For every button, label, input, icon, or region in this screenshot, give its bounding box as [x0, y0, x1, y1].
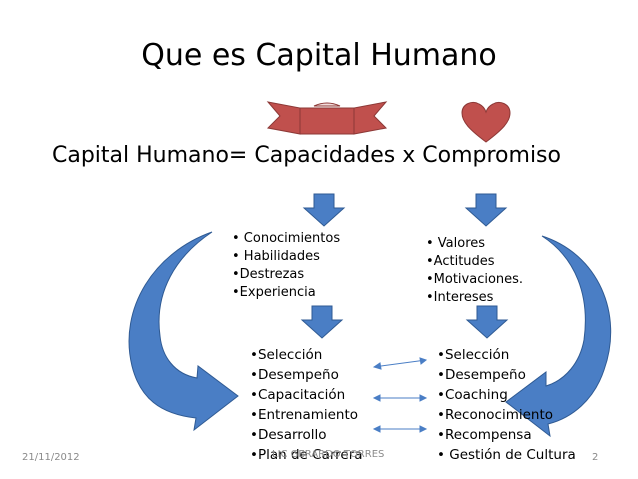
banner-icon [266, 101, 388, 135]
list-item: • Habilidades [232, 249, 320, 264]
double-arrow-connector [372, 425, 428, 433]
list-item: • Valores [426, 236, 486, 251]
list-item: •Coaching [437, 387, 508, 403]
list-item: •Actitudes [426, 254, 495, 269]
list-item: • Conocimientos [232, 231, 341, 246]
list-item: •Reconocimiento [437, 407, 554, 423]
footer-author: LIC GERARDO TORRES [272, 449, 385, 460]
down-arrow-icon [302, 193, 346, 227]
procesos-compromiso-list: •Selección •Desempeño •Coaching •Reconoc… [437, 345, 576, 465]
slide-title: Que es Capital Humano [141, 38, 497, 73]
double-arrow-connector [372, 357, 428, 370]
list-item: • Gestión de Cultura [437, 447, 576, 463]
list-item: •Destrezas [232, 267, 305, 282]
compromiso-list: • Valores •Actitudes •Motivaciones. •Int… [426, 235, 523, 307]
list-item: •Selección [437, 347, 510, 363]
down-arrow-icon [465, 305, 509, 339]
curved-arrow-right-icon [505, 235, 612, 438]
slide-subtitle: Capital Humano= Capacidades x Compromiso [52, 143, 561, 168]
heart-icon [461, 101, 511, 143]
list-item: •Desempeño [250, 367, 339, 383]
capacidades-list: • Conocimientos • Habilidades •Destrezas… [232, 230, 340, 302]
procesos-capacidades-list: •Selección •Desempeño •Capacitación •Ent… [250, 345, 363, 465]
down-arrow-icon [300, 305, 344, 339]
footer-date: 21/11/2012 [22, 452, 80, 463]
list-item: •Motivaciones. [426, 272, 524, 287]
list-item: •Desarrollo [250, 427, 327, 443]
page-number: 2 [592, 452, 599, 463]
list-item: •Experiencia [232, 285, 316, 300]
list-item: •Intereses [426, 290, 494, 305]
double-arrow-connector [372, 394, 428, 402]
list-item: •Recompensa [437, 427, 532, 443]
list-item: •Plan de Carrera [250, 447, 363, 463]
list-item: •Desempeño [437, 367, 526, 383]
list-item: •Entrenamiento [250, 407, 359, 423]
down-arrow-icon [464, 193, 508, 227]
list-item: •Capacitación [250, 387, 346, 403]
list-item: •Selección [250, 347, 323, 363]
curved-arrow-left-icon [128, 231, 239, 432]
